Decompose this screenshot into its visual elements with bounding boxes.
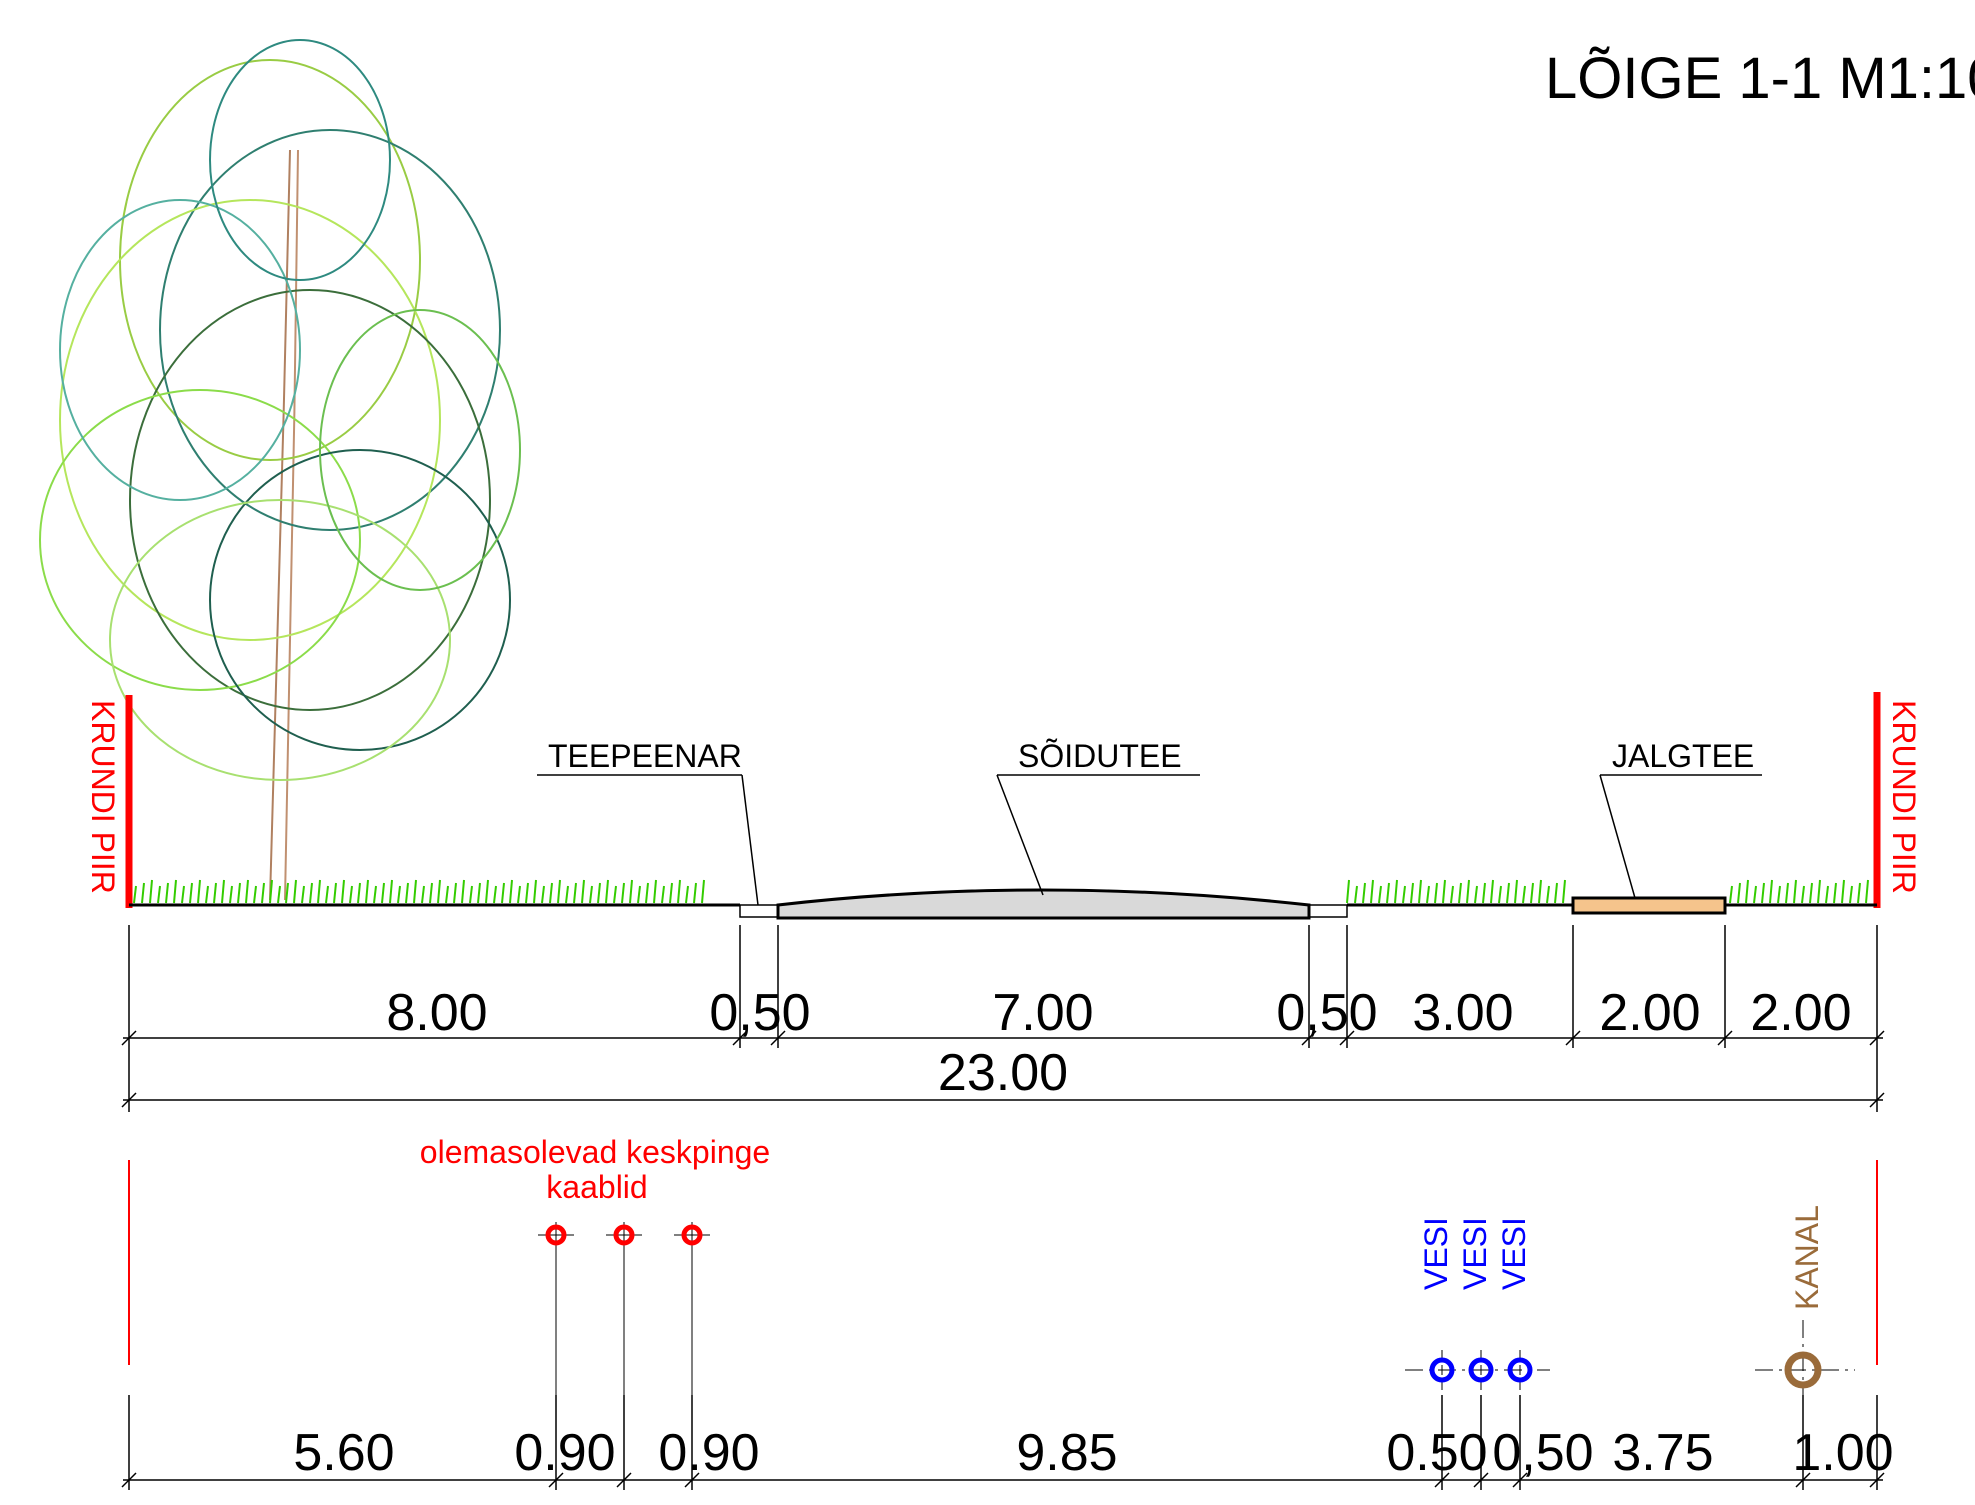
dim-bottom-1: 5.60 [293,1424,394,1482]
teepeenar-label: TEEPEENAR [548,738,742,774]
dim-top-4: 0,50 [1276,984,1377,1042]
right-boundary-label: KRUNDI PIIR [1886,700,1922,894]
shoulder-right [1308,904,1348,918]
cables-label-line1: olemasolevad keskpinge [420,1134,770,1170]
cable-pipe [545,1224,567,1246]
soidutee-label: SÕIDUTEE [1018,738,1182,774]
dim-top-3: 7.00 [992,984,1093,1042]
dim-bottom-7: 3.75 [1612,1424,1713,1482]
cable-pipe [613,1224,635,1246]
top-dimension-chain: 8.00 0,50 7.00 0,50 3.00 2.00 2.00 23.00 [121,925,1885,1112]
water-label-2: VESI [1457,1217,1493,1290]
water-label-3: VESI [1496,1217,1532,1290]
bottom-dimension-chain: 5.60 0.90 0.90 9.85 0.50 0,50 3.75 1.00 [121,1395,1894,1490]
dim-total: 23.00 [938,1044,1068,1102]
left-boundary-label: KRUNDI PIIR [85,700,121,894]
dim-top-1: 8.00 [386,984,487,1042]
shoulder-left [739,904,779,918]
dim-bottom-2: 0.90 [514,1424,615,1482]
dim-top-5: 3.00 [1412,984,1513,1042]
dim-bottom-8: 1.00 [1792,1424,1893,1482]
sewer-label: KANAL [1789,1205,1825,1310]
water-pipe [1429,1357,1455,1383]
carriageway [776,888,1311,920]
dim-top-7: 2.00 [1750,984,1851,1042]
footpath [1571,896,1727,915]
dim-bottom-5: 0.50 [1386,1424,1487,1482]
water-label-1: VESI [1418,1217,1454,1290]
jalgtee-label: JALGTEE [1612,738,1754,774]
cable-pipe [681,1224,703,1246]
water-pipe [1468,1357,1494,1383]
grass-strips [133,879,1869,904]
cables-label-line2: kaablid [546,1169,647,1205]
sewer-pipe [1784,1351,1822,1389]
drawing-title: LÕIGE 1-1 M1:100 [1545,46,1975,111]
dim-bottom-4: 9.85 [1016,1424,1117,1482]
dim-bottom-3: 0.90 [658,1424,759,1482]
dim-top-2: 0,50 [709,984,810,1042]
water-pipe [1507,1357,1533,1383]
dim-top-6: 2.00 [1599,984,1700,1042]
dim-bottom-6: 0,50 [1492,1424,1593,1482]
tree-icon [39,39,521,901]
